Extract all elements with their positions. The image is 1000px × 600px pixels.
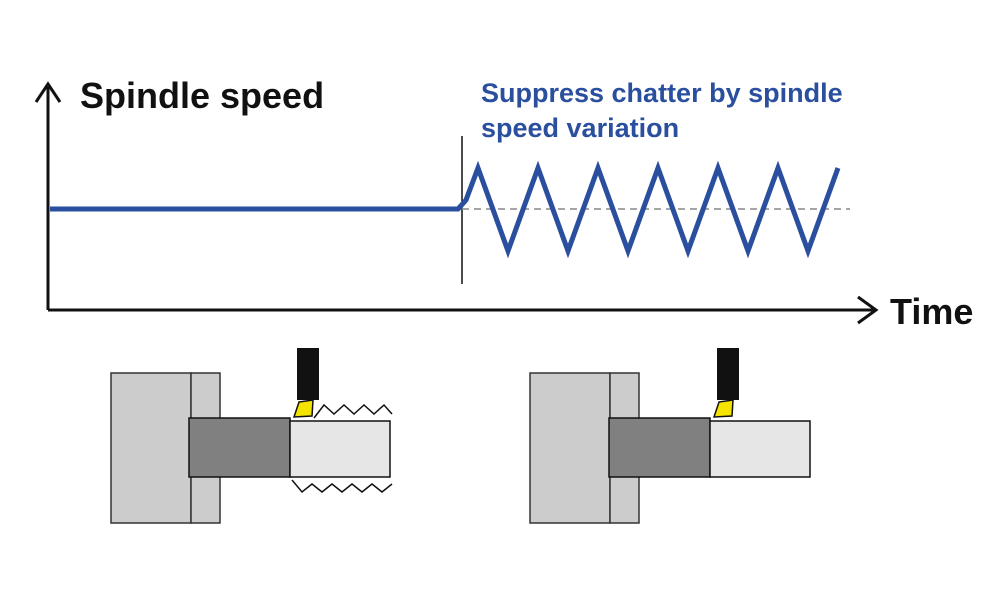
workpiece-held: [188, 417, 291, 478]
annotation-text: Suppress chatter by spindle speed variat…: [481, 76, 843, 146]
tool-holder: [297, 348, 319, 400]
y-axis-arrow: [34, 81, 62, 103]
x-axis-arrow: [857, 295, 879, 325]
workpiece-machined: [709, 420, 811, 478]
axes: [34, 81, 879, 325]
workpiece-machined: [289, 420, 391, 478]
y-axis-label: Spindle speed: [80, 75, 325, 116]
lathe-with-chatter-icon: [110, 348, 393, 524]
cutting-insert: [292, 399, 314, 418]
workpiece-held: [608, 417, 711, 478]
chuck-body: [529, 372, 611, 524]
chatter-marks-bottom: [291, 479, 393, 494]
annotation-line-1: Suppress chatter by spindle: [481, 78, 843, 108]
chuck-body: [110, 372, 192, 524]
cutting-insert: [712, 399, 734, 418]
lathe-smooth-cut-icon: [529, 348, 811, 524]
tool-holder: [717, 348, 739, 400]
chatter-marks-top: [313, 403, 393, 419]
annotation-line-2: speed variation: [481, 113, 680, 144]
x-axis-label: Time: [890, 291, 974, 332]
spindle-speed-curve: [50, 160, 841, 259]
